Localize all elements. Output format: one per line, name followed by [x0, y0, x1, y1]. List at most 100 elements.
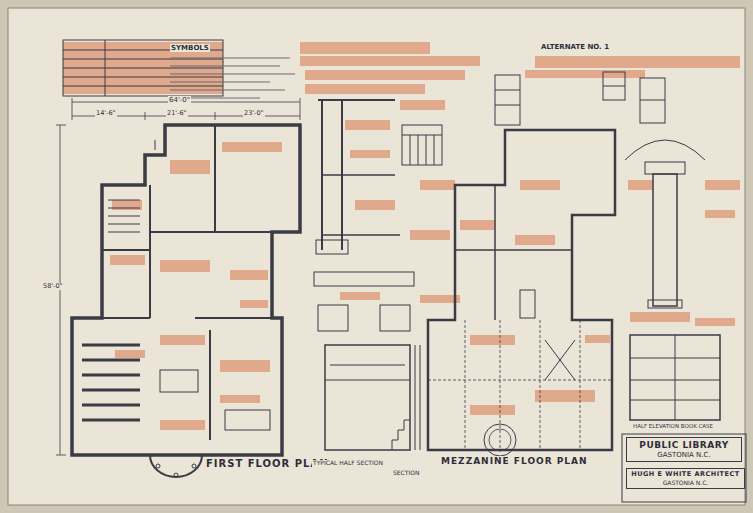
first-floor-plan-part: [72, 125, 300, 455]
first-floor-plan-part: [108, 140, 270, 430]
red-annotation-part: [535, 56, 740, 68]
first-floor-plan-part-part: [82, 389, 140, 392]
red-annotation-part: [520, 180, 560, 190]
red-annotation-part: [160, 260, 210, 272]
red-annotation-part: [525, 70, 645, 78]
first-floor-plan-part-part: [108, 208, 140, 209]
architect-box: HUGH E WHITE ARCHITECTGASTONIA N.C.: [626, 468, 745, 489]
first-floor-plan-part-part: [108, 232, 140, 233]
mezzanine-plan-part: [455, 249, 572, 251]
mezzanine-plan-part-part: [580, 320, 581, 450]
symbol-lines-part: [170, 82, 270, 83]
wall-section-part: [318, 99, 395, 101]
red-annotation-part: [585, 335, 610, 343]
dimension: 64'-0": [168, 96, 191, 104]
mezzanine-plan-part: [428, 320, 612, 450]
first-floor-plan-part-part: [82, 374, 140, 377]
column-detail-part: [648, 300, 682, 308]
first-floor-plan-part: [102, 249, 150, 251]
red-annotation-part: [115, 350, 145, 358]
bookcase-sketch: [495, 72, 665, 125]
schedule-table-part: [63, 86, 223, 87]
dimension-line: [56, 98, 300, 455]
half-section-part: [325, 345, 410, 450]
column-detail: [625, 140, 705, 308]
dimension: 21'-6": [166, 110, 188, 117]
first-floor-plan-part: [209, 330, 211, 440]
wall-section-part: [402, 135, 442, 136]
red-annotation-part: [110, 255, 145, 265]
red-annotation-part: [220, 360, 270, 372]
red-annotation-part: [160, 335, 205, 345]
mezzanine-plan-part-part: [465, 320, 466, 450]
red-annotation-part: [300, 56, 480, 66]
symbol-lines-part: [170, 90, 285, 91]
alternate-heading: ALTERNATE NO. 1: [540, 43, 610, 51]
symbol-lines-part: [170, 66, 280, 67]
column-detail-part: [645, 162, 685, 174]
red-annotation-part: [350, 150, 390, 158]
red-annotation-part: [345, 120, 390, 130]
paper: [8, 8, 745, 505]
plan-title: MEZZANINE FLOOR PLAN: [440, 456, 589, 466]
half-section-part: [415, 345, 416, 450]
red-annotation-part: [220, 395, 260, 403]
first-floor-plan-part: [174, 473, 178, 477]
red-annotation-part: [705, 180, 740, 190]
bookcase-sketch-part: [495, 75, 520, 125]
title-block-box: PUBLIC LIBRARYGASTONIA N.C.: [626, 437, 742, 462]
first-floor-plan-part-part: [108, 200, 140, 201]
bookcase-sketch-part: [603, 86, 625, 87]
first-floor-plan-part-part: [225, 410, 270, 430]
first-floor-plan-part: [150, 455, 202, 477]
red-annotation: [63, 42, 740, 430]
mezzanine-plan-part: [494, 185, 496, 320]
wall-section-part: [322, 234, 400, 236]
dimension: 14'-6": [95, 110, 117, 117]
first-floor-plan-part: [149, 185, 151, 318]
bookcase-elevation-part: [630, 380, 720, 381]
red-annotation-part: [515, 235, 555, 245]
symbol-lines: [170, 58, 295, 98]
dimension-line-part: [215, 112, 216, 120]
red-annotation-part: [410, 230, 450, 240]
section-title: TYPICAL HALF SECTION: [312, 460, 384, 467]
first-floor-plan-part: [195, 317, 272, 319]
bookcase-sketch-part: [495, 90, 520, 91]
half-section-part: [330, 365, 405, 366]
dimension-line-part: [300, 98, 301, 120]
architect-seal-part: [489, 429, 511, 451]
bookcase-elevation-part: [630, 335, 720, 420]
dimension: 23'-0": [243, 110, 265, 117]
half-section: [314, 272, 420, 450]
box-text: GASTONIA N.C.: [631, 479, 740, 486]
red-annotation-part: [630, 312, 690, 322]
first-floor-plan-part-part: [155, 140, 156, 150]
bookcase-sketch-part: [495, 105, 520, 106]
symbols-heading: SYMBOLS: [170, 44, 210, 52]
red-annotation-part: [305, 84, 425, 94]
box-text: GASTONIA N.C.: [631, 451, 737, 459]
red-annotation-part: [63, 42, 223, 94]
schedule-table-part: [105, 40, 106, 96]
bookcase-sketch-part: [603, 72, 625, 100]
schedule-table-part: [63, 59, 223, 60]
red-annotation-part: [535, 390, 595, 402]
first-floor-plan-part-part: [82, 359, 140, 362]
schedule-table-part: [63, 77, 223, 78]
red-annotation-part: [470, 405, 515, 415]
half-section-part: [314, 272, 414, 286]
wall-section: [316, 100, 442, 254]
mezzanine-plan-part-part: [540, 320, 541, 450]
bookcase-elevation: [630, 335, 720, 420]
first-floor-plan-part: [150, 231, 272, 233]
first-floor-plan-part-part: [82, 419, 140, 422]
mezzanine-plan-part-part: [500, 320, 501, 450]
wall-section-part: [402, 125, 442, 165]
dimension-line-part: [56, 455, 66, 456]
red-annotation-part: [470, 335, 515, 345]
architect-seal-part: [484, 424, 516, 456]
column-detail-part: [653, 174, 677, 306]
mezzanine-plan-part: [428, 130, 615, 450]
